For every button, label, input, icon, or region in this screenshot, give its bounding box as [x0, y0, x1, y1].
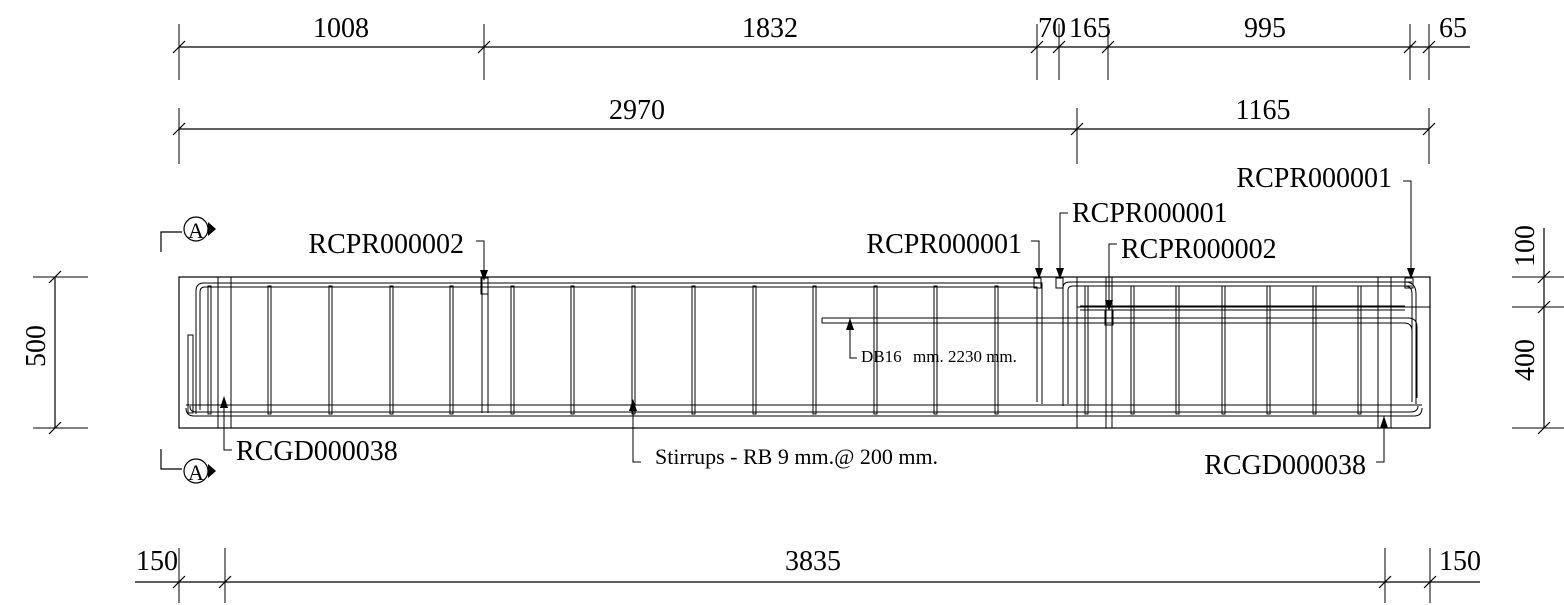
dim-100: 100	[1510, 225, 1541, 267]
stirrups	[207, 285, 1362, 415]
stirrup	[510, 285, 515, 415]
bar-size: mm. 2230 mm.	[913, 347, 1017, 366]
tag-label: RCPR000002	[1121, 234, 1277, 265]
tag-rcpr000002-left: RCPR000002	[308, 229, 488, 281]
stirrup	[933, 285, 938, 415]
section-label: A	[188, 218, 204, 243]
right-height-dimension: 100 400	[1510, 225, 1564, 435]
tag-rcgd000038-left: RCGD000038	[220, 396, 398, 467]
stirrup	[328, 285, 333, 415]
bar-label: DB16	[861, 347, 902, 366]
dim-3835: 3835	[785, 546, 841, 577]
stirrup	[570, 285, 575, 415]
section-marker-top: A	[160, 216, 216, 252]
db16-bar-note: DB16 mm. 2230 mm.	[846, 318, 1017, 366]
stirrup	[631, 285, 636, 415]
stirrup	[1312, 285, 1317, 415]
dim-150-right: 150	[1439, 546, 1481, 577]
section-marker-bottom: A	[160, 449, 216, 485]
stirrup	[1221, 285, 1226, 415]
dim-500: 500	[21, 325, 52, 367]
stirrup	[873, 285, 878, 415]
dim-2970: 2970	[609, 95, 665, 126]
tag-label: RCGD000038	[1204, 450, 1366, 481]
bottom-dimension-row: 150 3835 150	[135, 546, 1481, 603]
stirrup	[449, 285, 454, 415]
tag-label: RCGD000038	[236, 436, 398, 467]
mid-extra-bar	[821, 317, 1418, 398]
stirrup	[1266, 285, 1271, 415]
tag-rcpr000001-right: RCPR000001	[1236, 163, 1415, 279]
left-height-dimension: 500	[21, 270, 88, 435]
tag-label: RCPR000002	[308, 229, 464, 260]
dim-165: 165	[1069, 13, 1111, 44]
tag-rcpr000001-b: RCPR000001	[1056, 198, 1228, 279]
stirrups-note: Stirrups - RB 9 mm.@ 200 mm.	[629, 399, 938, 469]
tag-rcpr000002-c: RCPR000002	[1105, 234, 1277, 311]
tag-rcgd000038-right: RCGD000038	[1204, 416, 1388, 481]
dim-995: 995	[1244, 13, 1286, 44]
stirrup	[1175, 285, 1180, 415]
second-dimension-row: 2970 1165	[172, 95, 1436, 164]
stirrup	[267, 285, 272, 415]
bottom-reinforcement-bars	[185, 404, 1423, 417]
tag-label: RCPR000001	[1236, 163, 1392, 194]
tag-label: RCPR000001	[1072, 198, 1228, 229]
section-label: A	[188, 460, 204, 485]
stirrup	[812, 285, 817, 415]
stirrup	[752, 285, 757, 415]
dim-400: 400	[1510, 339, 1541, 381]
top-dimension-row: 1008 1832 70 165 995 65	[172, 13, 1470, 80]
dim-65: 65	[1439, 13, 1467, 44]
dim-1008: 1008	[313, 13, 369, 44]
stirrup	[1357, 285, 1362, 415]
tag-label: RCPR000001	[866, 229, 1022, 260]
tag-rcpr000001-a: RCPR000001	[866, 229, 1043, 279]
stirrup	[691, 285, 696, 415]
dim-150-left: 150	[136, 546, 178, 577]
stirrup	[994, 285, 999, 415]
stirrup	[207, 285, 212, 415]
stirrup	[1130, 285, 1135, 415]
dim-70: 70	[1038, 13, 1066, 44]
stirrup	[389, 285, 394, 415]
dim-1165: 1165	[1236, 95, 1291, 126]
stirrup	[1084, 285, 1089, 415]
stirrups-label: Stirrups - RB 9 mm.@ 200 mm.	[655, 444, 938, 469]
dim-1832: 1832	[742, 13, 798, 44]
